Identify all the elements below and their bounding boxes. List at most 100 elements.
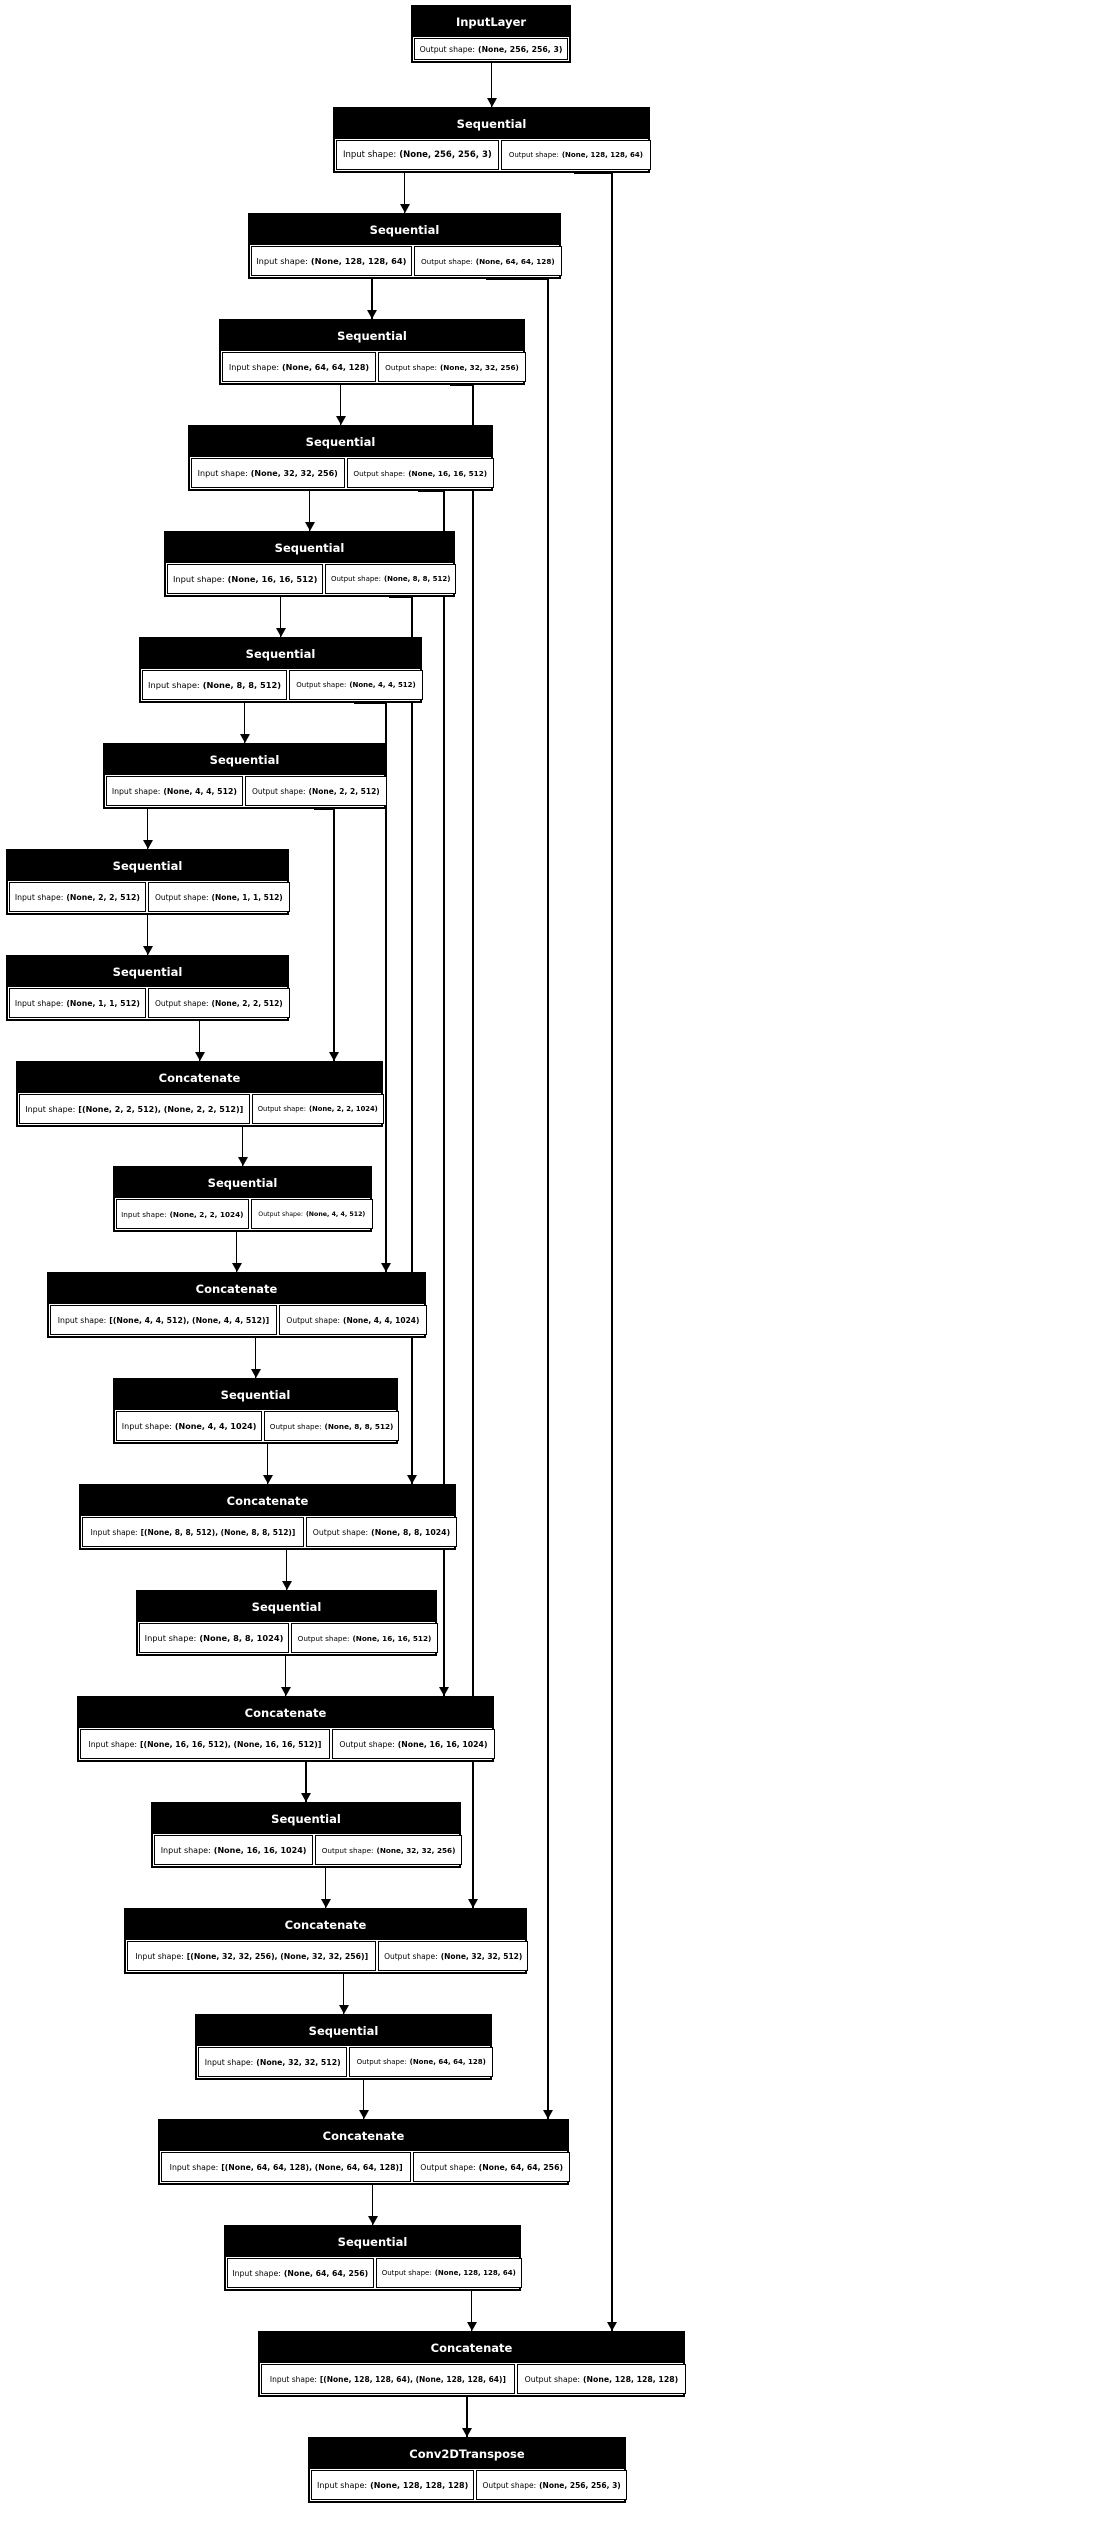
output-shape: Output shape:(None, 8, 8, 512) bbox=[325, 564, 456, 594]
output-shape-label: Output shape: bbox=[312, 1527, 369, 1537]
input-shape: Input shape:(None, 32, 32, 256) bbox=[191, 458, 345, 488]
node-shape-row: Input shape:[(None, 32, 32, 256), (None,… bbox=[126, 1940, 528, 1972]
input-shape-value: [(None, 32, 32, 256), (None, 32, 32, 256… bbox=[186, 1951, 369, 1961]
node-title: Sequential bbox=[226, 2227, 519, 2257]
output-shape-label: Output shape: bbox=[154, 892, 209, 902]
input-shape-value: (None, 16, 16, 512) bbox=[227, 574, 318, 584]
node-shape-row: Input shape:(None, 128, 128, 128)Output … bbox=[310, 2469, 627, 2501]
input-shape-value: [(None, 8, 8, 512), (None, 8, 8, 512)] bbox=[140, 1527, 296, 1537]
output-shape-label: Output shape: bbox=[258, 1210, 303, 1218]
output-shape-value: (None, 16, 16, 1024) bbox=[397, 1739, 488, 1749]
input-shape-value: (None, 128, 128, 64) bbox=[310, 256, 407, 266]
node-title: Sequential bbox=[115, 1380, 396, 1410]
node-shape-row: Input shape:[(None, 4, 4, 512), (None, 4… bbox=[49, 1304, 427, 1336]
input-shape-value: [(None, 16, 16, 512), (None, 16, 16, 512… bbox=[139, 1739, 322, 1749]
edge-line bbox=[333, 809, 335, 1061]
edge-arrowhead bbox=[486, 98, 497, 107]
output-shape: Output shape:(None, 128, 128, 128) bbox=[516, 2364, 686, 2394]
input-shape-label: Input shape: bbox=[14, 998, 64, 1008]
input-shape-value: (None, 8, 8, 512) bbox=[202, 680, 282, 690]
input-shape: Input shape:(None, 4, 4, 512) bbox=[106, 776, 243, 806]
input-shape-value: [(None, 4, 4, 512), (None, 4, 4, 512)] bbox=[109, 1315, 270, 1325]
output-shape-label: Output shape: bbox=[321, 1845, 374, 1855]
node-title: Sequential bbox=[190, 427, 491, 457]
node-shape-row: Input shape:(None, 1, 1, 512)Output shap… bbox=[8, 987, 290, 1019]
node-title: Concatenate bbox=[49, 1274, 424, 1304]
node-title: Sequential bbox=[221, 321, 523, 351]
input-shape-value: (None, 16, 16, 1024) bbox=[213, 1845, 307, 1855]
input-shape-label: Input shape: bbox=[343, 150, 397, 160]
output-shape-label: Output shape: bbox=[257, 1105, 306, 1113]
edge-line bbox=[611, 173, 613, 2331]
node-title: Concatenate bbox=[126, 1910, 525, 1940]
input-shape: Input shape:(None, 256, 256, 3) bbox=[336, 140, 499, 170]
edge-arrowhead bbox=[275, 628, 286, 637]
output-shape-value: (None, 8, 8, 1024) bbox=[371, 1527, 451, 1537]
output-shape: Output shape:(None, 64, 64, 256) bbox=[413, 2152, 570, 2182]
node-title: Concatenate bbox=[260, 2333, 683, 2363]
input-shape: Input shape:[(None, 2, 2, 512), (None, 2… bbox=[19, 1094, 250, 1124]
node-title: Concatenate bbox=[18, 1063, 381, 1093]
input-shape: Input shape:(None, 1, 1, 512) bbox=[9, 988, 146, 1018]
node-shape-row: Input shape:(None, 16, 16, 1024)Output s… bbox=[153, 1834, 462, 1866]
edge-line bbox=[339, 385, 342, 425]
input-shape-label: Input shape: bbox=[88, 1739, 137, 1749]
edge-line bbox=[371, 279, 373, 319]
output-shape-label: Output shape: bbox=[251, 786, 306, 796]
input-shape: Input shape:(None, 8, 8, 1024) bbox=[139, 1623, 289, 1653]
output-shape-label: Output shape: bbox=[381, 2269, 432, 2277]
input-shape-label: Input shape: bbox=[256, 256, 308, 266]
output-shape-value: (None, 128, 128, 64) bbox=[434, 2269, 516, 2277]
output-shape: Output shape:(None, 64, 64, 128) bbox=[413, 246, 562, 276]
edge-line bbox=[285, 1550, 288, 1590]
edge-arrowhead bbox=[262, 1475, 273, 1484]
input-shape-value: (None, 64, 64, 256) bbox=[283, 2268, 369, 2278]
input-shape-value: (None, 128, 128, 128) bbox=[370, 2480, 469, 2490]
input-shape-value: [(None, 128, 128, 64), (None, 128, 128, … bbox=[319, 2374, 506, 2384]
input-shape-label: Input shape: bbox=[169, 2162, 219, 2172]
node-shape-row: Input shape:(None, 64, 64, 128)Output sh… bbox=[221, 351, 526, 383]
input-shape-label: Input shape: bbox=[204, 2057, 254, 2067]
output-shape-label: Output shape: bbox=[286, 1315, 341, 1325]
output-shape: Output shape:(None, 16, 16, 512) bbox=[346, 458, 494, 488]
edge-line bbox=[443, 491, 445, 1696]
input-shape-value: (None, 2, 2, 1024) bbox=[169, 1209, 244, 1219]
node-shape-row: Input shape:(None, 2, 2, 1024)Output sha… bbox=[115, 1198, 373, 1230]
edge-line bbox=[305, 1762, 307, 1802]
edge-line bbox=[146, 915, 149, 955]
output-shape-value: (None, 8, 8, 512) bbox=[383, 575, 451, 583]
input-shape-label: Input shape: bbox=[197, 468, 248, 478]
edge-arrowhead bbox=[607, 2322, 617, 2331]
input-shape-value: (None, 1, 1, 512) bbox=[66, 998, 140, 1008]
node-shape-row: Input shape:(None, 2, 2, 512)Output shap… bbox=[8, 881, 290, 913]
edge-arrowhead bbox=[320, 1899, 331, 1908]
input-shape-label: Input shape: bbox=[57, 1315, 107, 1325]
input-shape: Input shape:(None, 32, 32, 512) bbox=[198, 2047, 348, 2077]
output-shape-label: Output shape: bbox=[384, 1951, 438, 1961]
output-shape: Output shape:(None, 128, 128, 64) bbox=[375, 2258, 522, 2288]
